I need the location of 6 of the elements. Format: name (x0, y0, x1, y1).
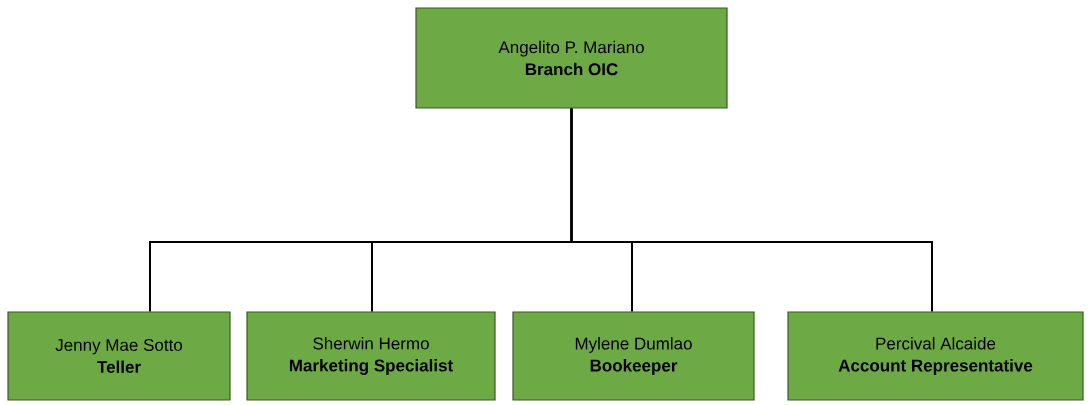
person-box: Sherwin Hermo Marketing Specialist (246, 311, 496, 401)
person-box: Mylene Dumlao Bookeeper (512, 311, 755, 401)
person-box: Angelito P. Mariano Branch OIC (415, 7, 728, 109)
person-box: Jenny Mae Sotto Teller (7, 311, 231, 401)
person-box: Percival Alcaide Account Representative (787, 311, 1084, 401)
connector-line (570, 107, 933, 313)
